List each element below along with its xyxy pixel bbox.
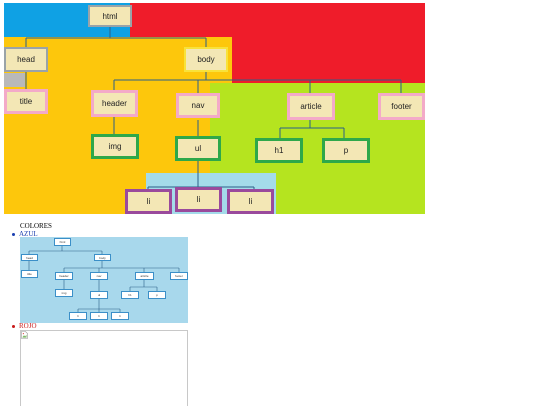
legend-item-label: AZUL — [19, 230, 38, 238]
node-nav: nav — [176, 93, 220, 118]
node-article: article — [287, 93, 335, 120]
node-head: head — [4, 47, 48, 72]
mini-node-nav: nav — [90, 272, 108, 280]
legend-item-label: ROJO — [19, 322, 37, 330]
mini-node-article: article — [135, 272, 154, 280]
node-li-1: li — [125, 189, 172, 214]
mini-node-html: html — [54, 238, 71, 246]
legend-item-azul: AZUL — [12, 230, 38, 238]
node-img: img — [91, 134, 139, 159]
dom-tree-diagram: html head body title header nav article … — [4, 3, 425, 214]
broken-image-frame — [20, 330, 188, 406]
bullet-icon — [12, 232, 15, 236]
bullet-icon — [12, 324, 15, 328]
mini-node-li-2: li — [90, 312, 108, 320]
node-body: body — [184, 47, 228, 72]
red-band-right — [232, 41, 425, 83]
node-footer: footer — [378, 93, 425, 120]
node-li-2: li — [175, 187, 222, 212]
node-h1: h1 — [255, 138, 303, 163]
title-region — [4, 73, 25, 87]
mini-node-header: header — [55, 272, 73, 280]
node-html: html — [88, 5, 132, 27]
body-region-upper — [4, 37, 232, 43]
mini-node-p: p — [148, 291, 166, 299]
node-li-3: li — [227, 189, 274, 214]
legend-item-rojo: ROJO — [12, 322, 37, 330]
mini-node-li-3: li — [111, 312, 129, 320]
mini-node-h1: h1 — [121, 291, 139, 299]
mini-dom-tree-diagram: html head body title header nav article … — [20, 237, 188, 323]
connector-lines — [25, 27, 402, 189]
mini-node-footer: footer — [170, 272, 188, 280]
broken-image-icon — [21, 331, 28, 339]
mini-node-li-1: li — [69, 312, 87, 320]
node-p: p — [322, 138, 370, 163]
legend-heading: COLORES — [20, 222, 52, 230]
node-ul: ul — [175, 136, 221, 161]
node-title: title — [4, 89, 48, 114]
mini-connector-lines — [28, 246, 180, 312]
node-header: header — [91, 90, 138, 117]
mini-node-img: img — [55, 289, 73, 297]
mini-node-body: body — [94, 254, 111, 261]
mini-node-ul: ul — [90, 291, 108, 299]
mini-node-title: title — [21, 270, 38, 278]
mini-node-head: head — [21, 254, 38, 261]
